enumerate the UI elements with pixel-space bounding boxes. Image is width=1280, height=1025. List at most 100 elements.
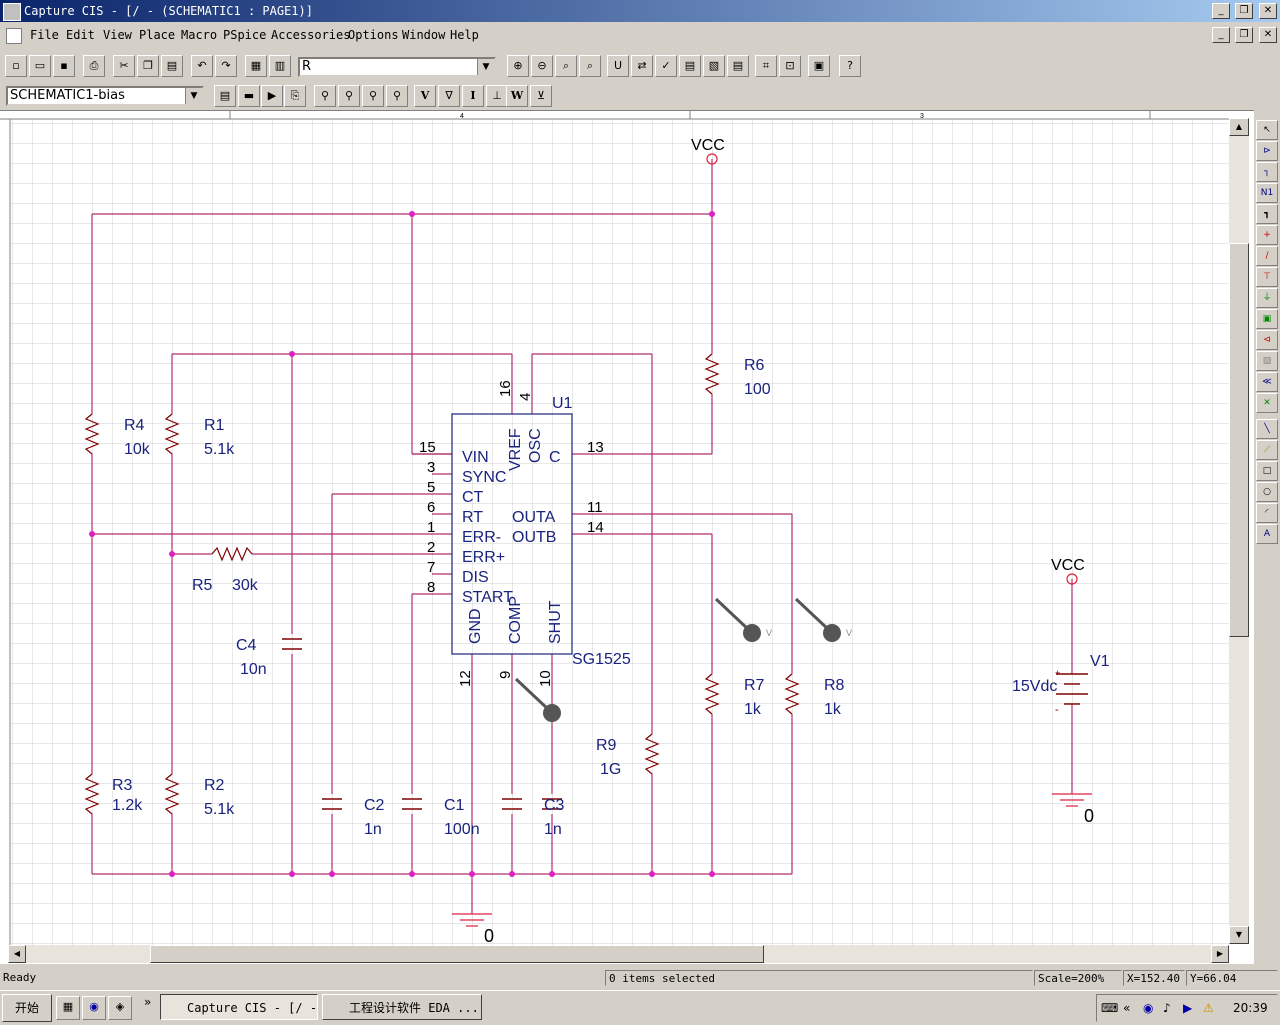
scroll-right-icon[interactable]: ▶	[1211, 945, 1229, 963]
grid-area[interactable]	[10, 119, 1229, 946]
quick-launch-desktop-icon[interactable]: ▦	[56, 996, 80, 1020]
menu-help[interactable]: Help	[450, 28, 479, 42]
area-select-icon[interactable]: ⊡	[779, 55, 801, 77]
zoom-area-icon[interactable]: ⌕	[555, 55, 577, 77]
place-net-alias-icon[interactable]: N1	[1256, 183, 1278, 203]
taskbar-item-eda[interactable]: 工程设计软件 EDA ...	[322, 994, 482, 1020]
bias-voltage-button[interactable]: V	[414, 85, 436, 107]
back-annotate-icon[interactable]: ⇄	[631, 55, 653, 77]
new-icon[interactable]: ▫	[5, 55, 27, 77]
save-icon[interactable]: ▪	[53, 55, 75, 77]
scroll-down-icon[interactable]: ▼	[1229, 926, 1249, 944]
power-marker-icon[interactable]: ⚲	[386, 85, 408, 107]
place-rectangle-icon[interactable]: □	[1256, 461, 1278, 481]
menu-window[interactable]: Window	[402, 28, 446, 42]
network-icon[interactable]: ◉	[1143, 1001, 1154, 1015]
horizontal-scroll-thumb[interactable]	[150, 945, 764, 963]
voltage-toggle-icon[interactable]: ∇	[438, 85, 460, 107]
ic-value[interactable]: SG1525	[572, 651, 631, 668]
voltage-probes[interactable]: V V	[514, 597, 852, 722]
drc-icon[interactable]: ✓	[655, 55, 677, 77]
schematic-drawing[interactable]: 4 3	[0, 111, 1229, 946]
place-pin-icon[interactable]: ▧	[1256, 351, 1278, 371]
place-power-icon[interactable]: ⊤	[1256, 267, 1278, 287]
cross-ref-icon[interactable]: ▧	[703, 55, 725, 77]
print-icon[interactable]: ⎙	[83, 55, 105, 77]
v1-symbol[interactable]	[1056, 673, 1088, 705]
chevron-down-icon[interactable]: ▼	[185, 88, 202, 104]
menu-accessories[interactable]: Accessories	[271, 28, 351, 42]
zoom-in-icon[interactable]: ⊕	[507, 55, 529, 77]
warning-icon[interactable]: ⚠	[1203, 1001, 1214, 1015]
place-text-icon[interactable]: A	[1256, 524, 1278, 544]
doc-close-button[interactable]: ✕	[1259, 27, 1277, 43]
restore-button[interactable]: ❐	[1235, 3, 1253, 19]
bias-power-button[interactable]: W	[506, 85, 528, 107]
undo-icon[interactable]: ↶	[191, 55, 213, 77]
media-icon[interactable]: ▶	[1183, 1001, 1193, 1015]
menu-file[interactable]: File	[30, 28, 59, 42]
menu-options[interactable]: Options	[348, 28, 399, 42]
chevron-left-icon[interactable]: «	[1123, 1001, 1131, 1015]
run-icon[interactable]: ▶	[261, 85, 283, 107]
ground-symbols[interactable]	[452, 793, 1092, 927]
cut-icon[interactable]: ✂	[113, 55, 135, 77]
redo-icon[interactable]: ↷	[215, 55, 237, 77]
document-icon[interactable]	[6, 28, 22, 44]
title-bar[interactable]: Capture CIS - [/ - (SCHEMATIC1 : PAGE1)]…	[0, 0, 1280, 22]
place-junction-icon[interactable]: +	[1256, 225, 1278, 245]
part-labels[interactable]: R4 10k R1 5.1k R5 30k R6 100 R3 1.2k R2 …	[112, 357, 1110, 838]
menu-pspice[interactable]: PSpice	[223, 28, 267, 42]
volume-icon[interactable]: ♪	[1163, 1001, 1171, 1015]
place-bus-icon[interactable]: ┓	[1256, 204, 1278, 224]
bias-current-button[interactable]: I	[462, 85, 484, 107]
quick-launch-browser-icon[interactable]: ◉	[82, 996, 106, 1020]
vertical-scroll-thumb[interactable]	[1229, 243, 1249, 637]
place-part-icon[interactable]: ⊳	[1256, 141, 1278, 161]
view-results-icon[interactable]: ⎘	[284, 85, 306, 107]
place-off-page-icon[interactable]: ≪	[1256, 372, 1278, 392]
keyboard-icon[interactable]: ⌨	[1101, 1001, 1119, 1015]
scroll-left-icon[interactable]: ◀	[8, 945, 26, 963]
vcc-symbols[interactable]: VCC VCC	[691, 137, 1085, 585]
copy-icon[interactable]: ❐	[137, 55, 159, 77]
start-button[interactable]: 开始	[2, 994, 52, 1022]
place-no-connect-icon[interactable]: ✕	[1256, 393, 1278, 413]
edit-simulation-icon[interactable]: ▬	[238, 85, 260, 107]
place-line-icon[interactable]: ╲	[1256, 419, 1278, 439]
doc-minimize-button[interactable]: _	[1212, 27, 1230, 43]
ic-refdes[interactable]: U1	[552, 395, 573, 412]
help-icon[interactable]: ?	[839, 55, 861, 77]
menu-view[interactable]: View	[103, 28, 132, 42]
menu-macro[interactable]: Macro	[181, 28, 218, 42]
place-port-icon[interactable]: ⊲	[1256, 330, 1278, 350]
power-toggle-icon[interactable]: ⊻	[530, 85, 552, 107]
voltage-differential-icon[interactable]: ⚲	[338, 85, 360, 107]
menu-edit[interactable]: Edit	[66, 28, 95, 42]
project-manager-icon[interactable]: ▣	[808, 55, 830, 77]
schematic-combo[interactable]: SCHEMATIC1-bias ▼	[6, 86, 204, 106]
vertical-scrollbar[interactable]: ▲ ▼	[1229, 118, 1249, 944]
place-ground-icon[interactable]: ⏚	[1256, 288, 1278, 308]
menu-place[interactable]: Place	[139, 28, 176, 42]
paste-icon[interactable]: ▤	[161, 55, 183, 77]
current-toggle-icon[interactable]: ⊥	[486, 85, 508, 107]
close-button[interactable]: ✕	[1259, 3, 1277, 19]
app-icon[interactable]	[3, 3, 21, 21]
snap-grid-icon[interactable]: ⌗	[755, 55, 777, 77]
cascade-icon[interactable]: ▦	[245, 55, 267, 77]
taskbar-item-capture[interactable]: Capture CIS - [/ -...	[160, 994, 318, 1020]
tile-icon[interactable]: ▥	[269, 55, 291, 77]
schematic-canvas[interactable]: 4 3	[0, 110, 1254, 964]
horizontal-scrollbar[interactable]: ◀ ▶	[8, 945, 1229, 963]
doc-restore-button[interactable]: ❐	[1235, 27, 1253, 43]
quick-launch-chevron[interactable]: »	[144, 995, 152, 1009]
zoom-all-icon[interactable]: ⌕	[579, 55, 601, 77]
minimize-button[interactable]: _	[1212, 3, 1230, 19]
chevron-down-icon[interactable]: ▼	[477, 59, 494, 75]
open-icon[interactable]: ▭	[29, 55, 51, 77]
place-polyline-icon[interactable]: ⟋	[1256, 440, 1278, 460]
markers-icon[interactable]: ⚲	[314, 85, 336, 107]
current-marker-icon[interactable]: ⚲	[362, 85, 384, 107]
place-hierarchical-block-icon[interactable]: ▣	[1256, 309, 1278, 329]
